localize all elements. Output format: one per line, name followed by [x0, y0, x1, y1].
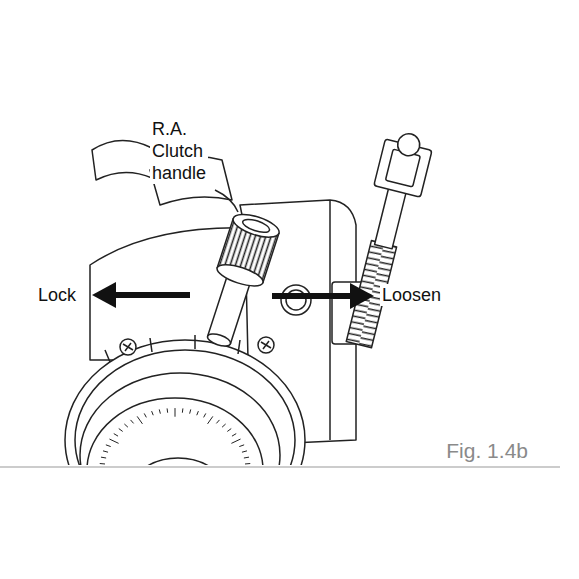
dial-tick [119, 429, 123, 432]
clutch-handle [195, 210, 282, 352]
dial-tick [239, 445, 244, 447]
direction-arrow [272, 283, 374, 309]
dial-tick [124, 424, 128, 427]
screw [258, 337, 274, 353]
dial-tick [101, 457, 106, 459]
dial-tick [222, 424, 226, 427]
dial-tick [208, 416, 213, 423]
dial-tick [216, 420, 219, 423]
dial-tick [144, 413, 146, 417]
dial-tick [227, 429, 231, 432]
mount-arm [92, 140, 152, 180]
dial-tick [175, 408, 176, 417]
dial-tick [182, 408, 184, 412]
dial-hub [126, 458, 230, 465]
part-label: R.A. Clutch handle [150, 118, 208, 184]
dial-tick [204, 413, 206, 417]
direction-arrow [92, 282, 190, 308]
direction-label: Loosen [380, 284, 443, 306]
dial-tick [242, 451, 247, 452]
dial-tick [244, 457, 249, 459]
dial-tick [100, 463, 105, 464]
dial-tick [152, 411, 154, 415]
dial-tick [197, 411, 199, 415]
dial-tick [232, 434, 236, 437]
dial-tick [190, 409, 191, 413]
dial-tick [231, 439, 240, 443]
dial-tick [109, 439, 118, 443]
rule-line [0, 466, 560, 467]
latitude-bolt [336, 128, 435, 350]
dial-tick [159, 409, 160, 413]
figure-caption: Fig. 1.4b [444, 439, 530, 463]
screw [120, 339, 136, 355]
direction-label: Lock [36, 284, 78, 306]
housing-hole [281, 285, 311, 315]
dial-tick [103, 451, 108, 452]
dial-tick [131, 420, 134, 423]
dial-tick [114, 434, 118, 437]
dial-tick [137, 416, 142, 423]
dial-tick [245, 463, 250, 464]
dial-tick [106, 445, 111, 447]
setting-circle-dial [87, 398, 263, 465]
dial-tick [167, 408, 169, 412]
